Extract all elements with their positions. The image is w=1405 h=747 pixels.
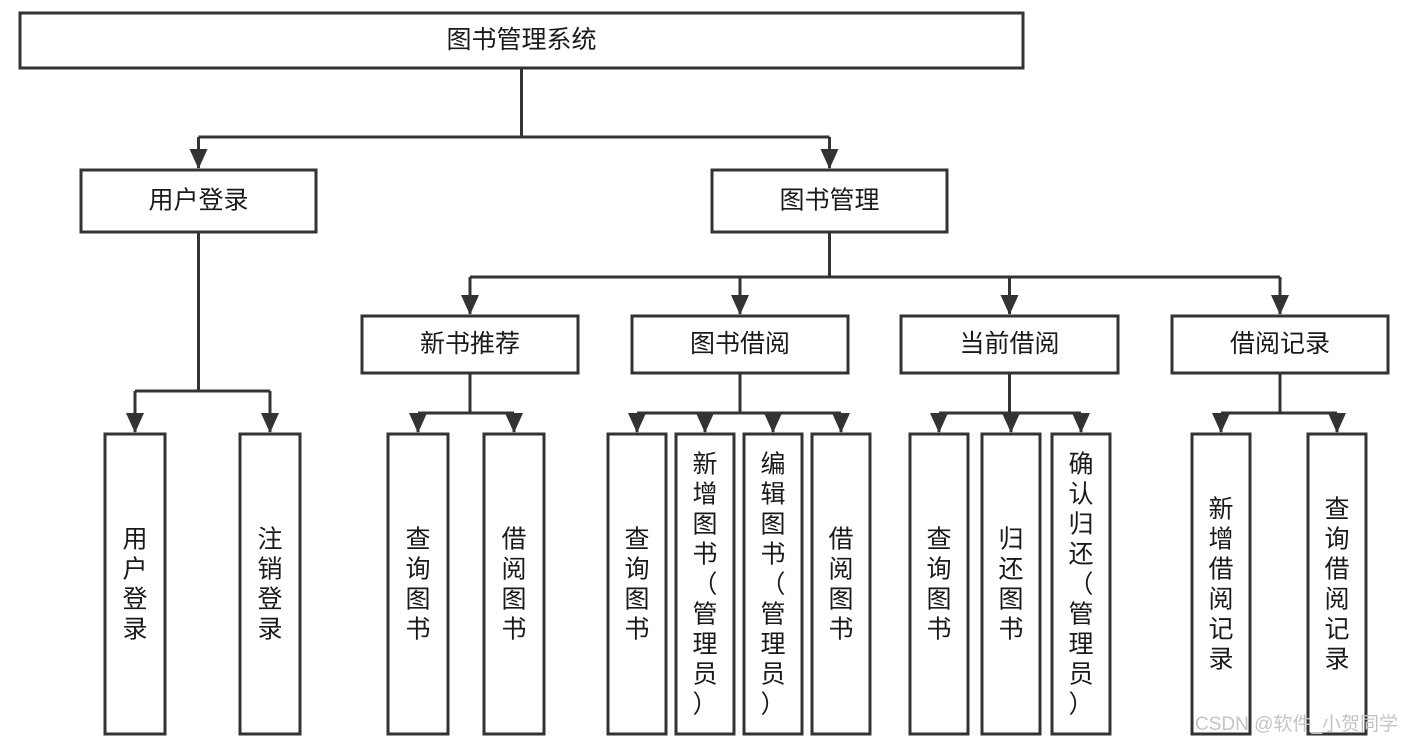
arrow-head-icon-book-manage — [820, 149, 839, 169]
watermark-label: CSDN @软件_小贺同学 — [1195, 713, 1398, 735]
node-leaf-user-login[interactable]: 用户登录 — [103, 432, 167, 736]
node-box-leaf-logout — [238, 432, 302, 736]
node-label-borrow-record: 借阅记录 — [1230, 330, 1330, 358]
node-box-user-login — [79, 168, 318, 234]
node-label-leaf-query-book-2: 查询图书 — [624, 525, 649, 643]
node-label-leaf-borrow-book-2: 借阅图书 — [828, 525, 853, 643]
node-box-leaf-add-borrow-record — [1190, 432, 1252, 736]
arrow-head-icon-leaf-query-book-2 — [628, 413, 646, 433]
node-boxes: 图书管理系统用户登录图书管理新书推荐图书借阅当前借阅借阅记录用户登录注销登录查询… — [18, 11, 1390, 736]
node-box-new-book-recommend — [360, 314, 580, 375]
node-label-leaf-return-book: 归还图书 — [998, 525, 1023, 643]
node-book-borrow[interactable]: 图书借阅 — [630, 314, 850, 375]
node-box-leaf-add-book-admin — [674, 432, 736, 736]
arrow-head-icon-leaf-query-borrow-record — [1328, 413, 1346, 433]
node-label-leaf-confirm-return-admin: 确认归还（管理员） — [1068, 450, 1093, 718]
arrow-head-icon-leaf-add-book-admin — [696, 413, 714, 433]
node-label-leaf-logout: 注销登录 — [257, 525, 282, 643]
node-label-user-login: 用户登录 — [148, 187, 248, 215]
arrow-head-icon-leaf-confirm-return-admin — [1072, 413, 1090, 433]
node-leaf-query-book-3[interactable]: 查询图书 — [908, 432, 970, 736]
node-leaf-add-book-admin[interactable]: 新增图书（管理员） — [674, 432, 736, 736]
node-label-book-borrow: 图书借阅 — [690, 330, 790, 358]
node-label-leaf-borrow-book-1: 借阅图书 — [501, 525, 526, 643]
arrow-head-icon-book-borrow — [731, 295, 749, 315]
node-label-leaf-add-book-admin: 新增图书（管理员） — [692, 450, 717, 718]
node-leaf-borrow-book-2[interactable]: 借阅图书 — [810, 432, 872, 736]
arrow-head-icon-new-book-recommend — [461, 295, 479, 315]
connector-lines — [126, 68, 1346, 433]
node-leaf-query-book-1[interactable]: 查询图书 — [386, 432, 450, 736]
arrow-head-icon-user-login — [189, 149, 208, 169]
node-box-leaf-query-borrow-record — [1306, 432, 1368, 736]
node-box-leaf-edit-book-admin — [742, 432, 804, 736]
node-leaf-confirm-return-admin[interactable]: 确认归还（管理员） — [1050, 432, 1112, 736]
arrow-head-icon-leaf-logout — [261, 413, 279, 433]
arrow-head-icon-leaf-query-book-1 — [409, 413, 427, 433]
node-box-leaf-borrow-book-2 — [810, 432, 872, 736]
node-box-leaf-borrow-book-1 — [482, 432, 546, 736]
node-box-current-borrow — [899, 314, 1120, 375]
node-label-new-book-recommend: 新书推荐 — [420, 330, 520, 358]
arrow-head-icon-leaf-return-book — [1002, 413, 1020, 433]
node-label-current-borrow: 当前借阅 — [959, 330, 1059, 358]
node-box-leaf-query-book-2 — [606, 432, 668, 736]
arrow-head-icon-leaf-add-borrow-record — [1212, 413, 1230, 433]
arrow-head-icon-leaf-borrow-book-2 — [832, 413, 850, 433]
node-label-leaf-edit-book-admin: 编辑图书（管理员） — [760, 450, 785, 718]
node-label-leaf-user-login: 用户登录 — [122, 525, 147, 643]
arrow-head-icon-leaf-borrow-book-1 — [505, 413, 523, 433]
node-new-book-recommend[interactable]: 新书推荐 — [360, 314, 580, 375]
node-label-leaf-query-book-3: 查询图书 — [926, 525, 951, 643]
node-label-leaf-add-borrow-record: 新增借阅记录 — [1208, 495, 1233, 673]
node-box-leaf-query-book-1 — [386, 432, 450, 736]
node-label-leaf-query-book-1: 查询图书 — [405, 525, 430, 643]
arrow-head-icon-leaf-user-login — [126, 413, 144, 433]
node-box-book-manage — [710, 168, 949, 234]
node-leaf-logout[interactable]: 注销登录 — [238, 432, 302, 736]
arrow-head-icon-borrow-record — [1271, 295, 1289, 315]
arrow-head-icon-current-borrow — [1000, 295, 1019, 315]
node-book-manage[interactable]: 图书管理 — [710, 168, 949, 234]
node-leaf-add-borrow-record[interactable]: 新增借阅记录 — [1190, 432, 1252, 736]
node-box-leaf-query-book-3 — [908, 432, 970, 736]
node-box-leaf-user-login — [103, 432, 167, 736]
node-current-borrow[interactable]: 当前借阅 — [899, 314, 1120, 375]
node-leaf-query-book-2[interactable]: 查询图书 — [606, 432, 668, 736]
node-leaf-query-borrow-record[interactable]: 查询借阅记录 — [1306, 432, 1368, 736]
node-leaf-borrow-book-1[interactable]: 借阅图书 — [482, 432, 546, 736]
node-leaf-return-book[interactable]: 归还图书 — [980, 432, 1042, 736]
node-label-leaf-query-borrow-record: 查询借阅记录 — [1324, 495, 1349, 673]
node-user-login[interactable]: 用户登录 — [79, 168, 318, 234]
node-label-root: 图书管理系统 — [446, 26, 596, 54]
arrow-head-icon-leaf-query-book-3 — [930, 413, 948, 433]
node-box-leaf-return-book — [980, 432, 1042, 736]
node-borrow-record[interactable]: 借阅记录 — [1170, 314, 1390, 375]
node-box-book-borrow — [630, 314, 850, 375]
arrow-head-icon-leaf-edit-book-admin — [764, 413, 782, 433]
node-box-root — [18, 11, 1025, 70]
node-leaf-edit-book-admin[interactable]: 编辑图书（管理员） — [742, 432, 804, 736]
node-box-borrow-record — [1170, 314, 1390, 375]
node-root[interactable]: 图书管理系统 — [18, 11, 1025, 70]
node-box-leaf-confirm-return-admin — [1050, 432, 1112, 736]
node-label-book-manage: 图书管理 — [779, 187, 879, 215]
